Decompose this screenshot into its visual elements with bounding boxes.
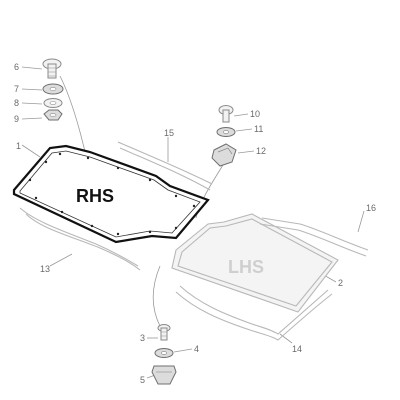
trim-strip-15 <box>117 141 213 191</box>
callout-6: 6 <box>14 62 19 72</box>
washer-4 <box>154 348 174 358</box>
trim-strip-14 <box>175 285 333 341</box>
callout-4: 4 <box>194 344 199 354</box>
callout-15: 15 <box>164 128 174 138</box>
trim-strip-13 <box>19 207 141 271</box>
callout-8: 8 <box>14 98 19 108</box>
clip-12 <box>211 143 237 167</box>
screw-3 <box>157 324 171 341</box>
washer-8 <box>43 98 63 108</box>
washer-11 <box>216 127 236 137</box>
lhs-label: LHS <box>228 257 264 277</box>
callout-5: 5 <box>140 375 145 385</box>
callout-7: 7 <box>14 84 19 94</box>
clip-nut-5 <box>151 365 177 385</box>
callout-11: 11 <box>254 124 263 134</box>
callout-10: 10 <box>250 109 260 119</box>
callout-16: 16 <box>366 203 376 213</box>
callout-9: 9 <box>14 114 19 124</box>
bolt-6 <box>42 58 62 79</box>
callout-2: 2 <box>338 278 343 288</box>
washer-7 <box>42 83 64 95</box>
leader-lines <box>21 66 365 379</box>
trim-strip-16 <box>259 217 369 257</box>
callout-numbers: 1 2 3 4 5 6 7 8 9 10 11 12 13 14 15 16 <box>14 62 376 385</box>
nut-9 <box>43 109 63 121</box>
callout-1: 1 <box>16 141 21 151</box>
callout-14: 14 <box>292 344 302 354</box>
bolt-10 <box>218 105 234 123</box>
callout-12: 12 <box>256 146 266 156</box>
rhs-label: RHS <box>76 186 114 206</box>
lhs-floor-panel: LHS <box>171 213 339 313</box>
rhs-panel-fixing-holes <box>28 152 196 236</box>
callout-3: 3 <box>140 333 145 343</box>
rhs-floor-panel: RHS <box>12 144 210 244</box>
callout-13: 13 <box>40 264 50 274</box>
